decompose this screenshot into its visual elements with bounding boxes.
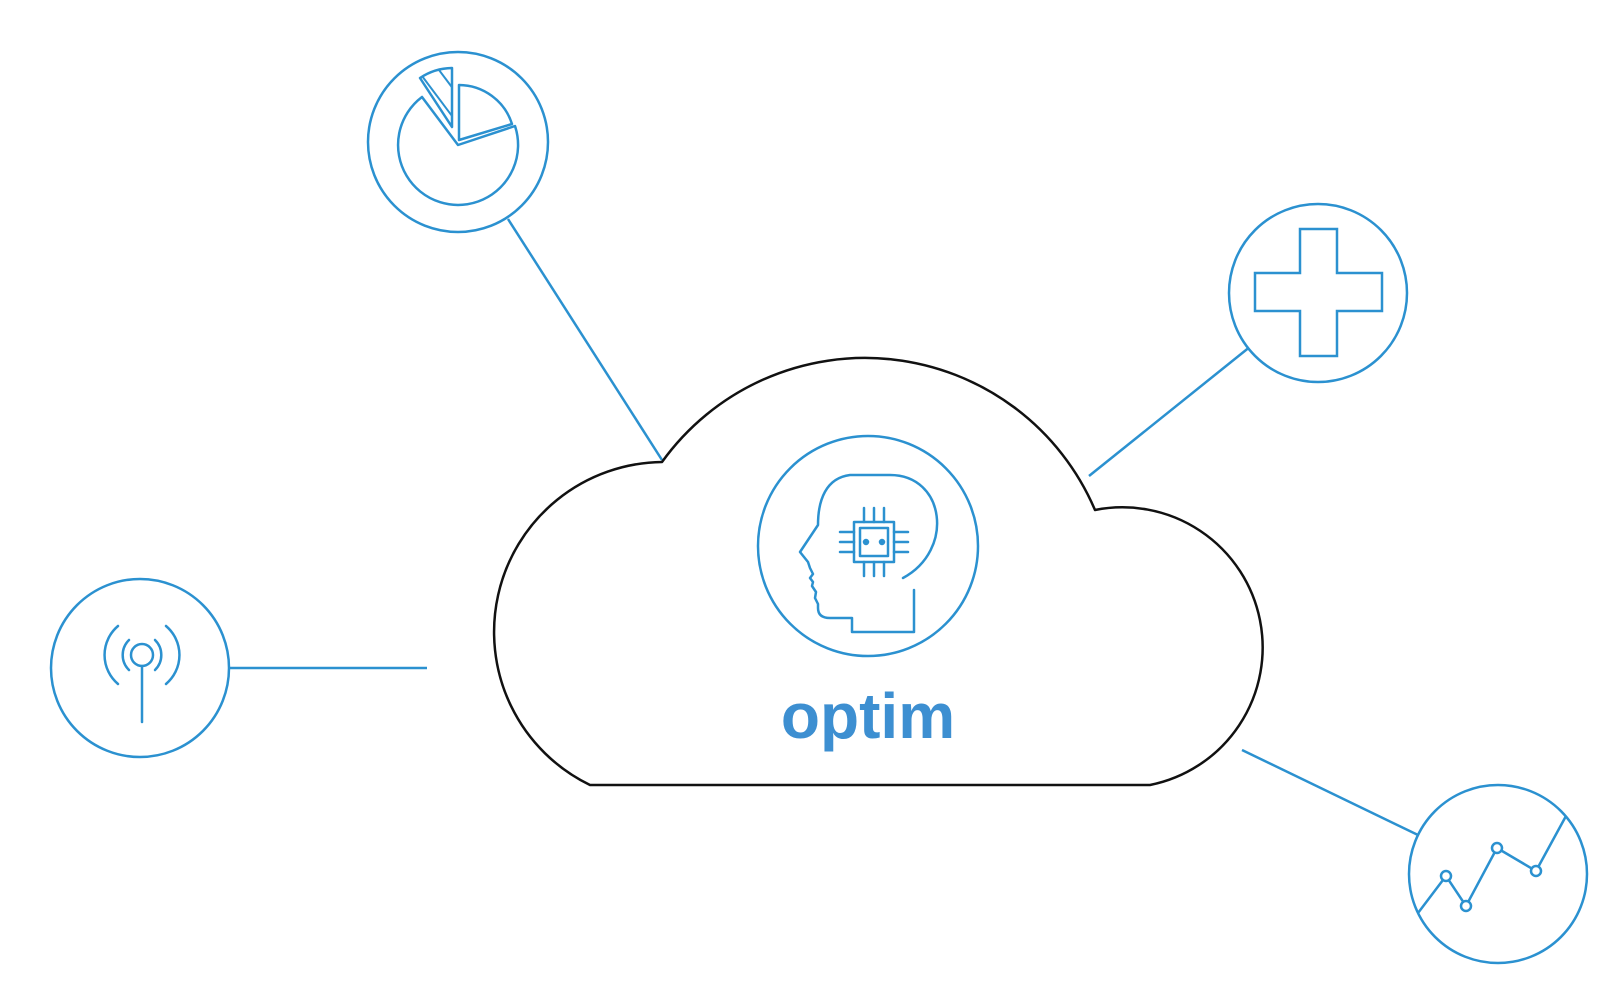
pie-main-slice xyxy=(396,95,520,207)
pie-node-circle xyxy=(366,50,550,234)
cross-node-circle xyxy=(1227,202,1409,384)
chip-dot-right xyxy=(878,538,886,546)
connector-linechart xyxy=(1241,748,1419,837)
head-profile xyxy=(798,473,939,634)
cross-shape xyxy=(1253,227,1384,358)
connectors xyxy=(230,218,1419,837)
connector-pie xyxy=(506,218,664,461)
pie-hatched-slice xyxy=(418,66,454,129)
brand-name: optim xyxy=(781,680,955,752)
linechart-trend xyxy=(1417,815,1568,914)
ai-head-chip-icon xyxy=(756,434,980,658)
hub-circle xyxy=(756,434,980,658)
chip-inner xyxy=(858,526,890,558)
connector-cross xyxy=(1088,345,1252,477)
antenna-node-circle xyxy=(49,577,231,759)
cloud-shape xyxy=(492,356,1264,787)
medical-cross-icon xyxy=(1227,202,1409,384)
pie-chart-icon xyxy=(366,50,550,234)
linechart-node-circle xyxy=(1407,783,1589,965)
antenna-signal-icon xyxy=(49,577,231,759)
chip-dot-left xyxy=(862,538,870,546)
pie-right-slice xyxy=(457,83,514,142)
line-chart-icon xyxy=(1407,783,1589,965)
